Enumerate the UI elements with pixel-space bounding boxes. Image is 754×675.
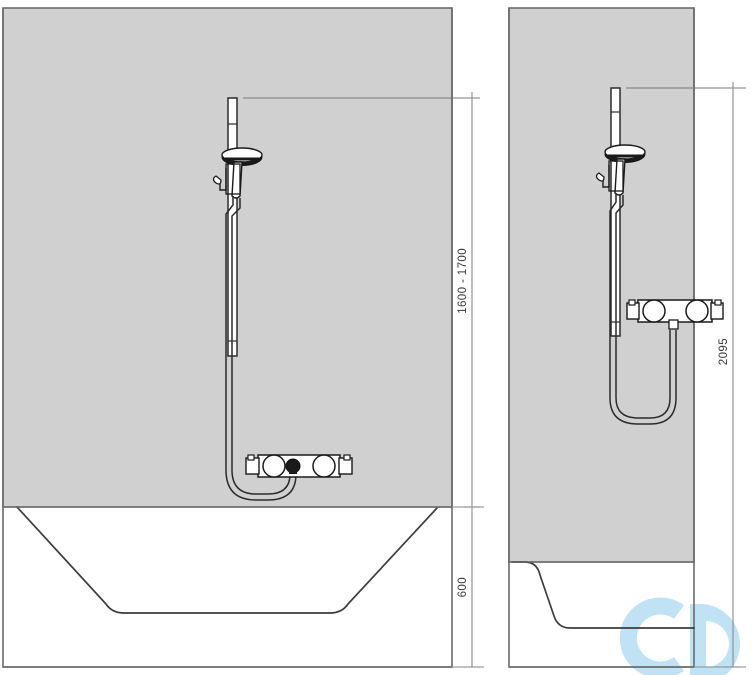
dimension-label-rail-height-range: 1600 - 1700 <box>457 248 469 314</box>
side-view <box>508 7 746 668</box>
front-view <box>2 7 484 668</box>
cd-logo-watermark <box>619 597 740 675</box>
front-thermostatic-mixer <box>245 454 353 478</box>
dimension-label-overall-height: 2095 <box>718 338 730 366</box>
side-view-bathtub <box>511 561 695 629</box>
front-hand-shower <box>212 147 263 199</box>
side-view-wall <box>508 7 695 563</box>
dimension-label-tub-height: 600 <box>457 577 469 598</box>
side-thermostatic-mixer <box>626 299 724 330</box>
side-hand-shower <box>595 144 646 196</box>
side-shower-hose <box>609 193 677 425</box>
dimension-overall-height <box>725 82 741 668</box>
front-view-bathtub <box>16 506 438 614</box>
front-shower-hose <box>225 196 297 501</box>
